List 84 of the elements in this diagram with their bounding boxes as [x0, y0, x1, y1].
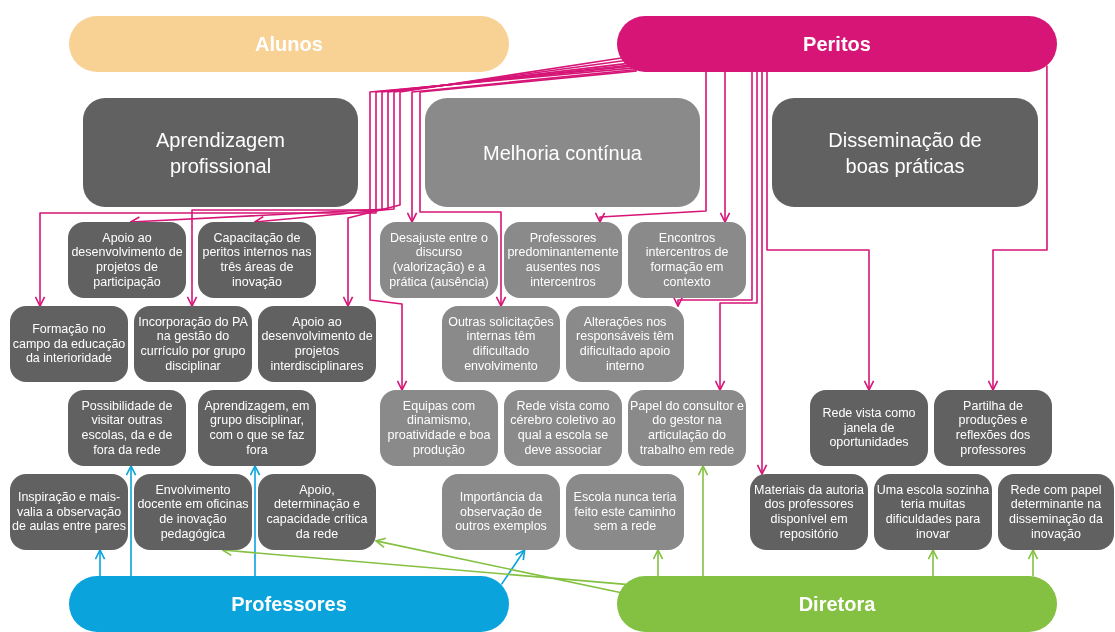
- statement-box: [934, 390, 1052, 466]
- box-label: Desajuste entre o discurso (valorização) e a prática (ausência): [388, 230, 490, 290]
- statement-box: [198, 390, 316, 466]
- statement-box: [10, 474, 128, 550]
- box-label: Equipas com dinamismo, proatividade e boa produção: [386, 398, 492, 458]
- statement-box: [258, 474, 376, 550]
- arrow: [652, 549, 664, 577]
- statement-box: [566, 474, 684, 550]
- box-label: Possibilidade de visitar outras escolas, da e de fora da rede: [80, 398, 174, 458]
- box-label: Professores predominantemente ausentes nos intercentros: [506, 230, 620, 290]
- statement-box: [134, 306, 252, 382]
- box-label: Formação no campo da educação da interioridade: [12, 321, 126, 367]
- arrow: [714, 71, 758, 391]
- arrow: [927, 549, 939, 577]
- box-label: Outras solicitações internas têm dificultado envolvimento: [447, 314, 555, 374]
- category-box: [425, 98, 700, 207]
- box-label: Importância da observação de outros exemplos: [454, 489, 548, 535]
- statement-box: [442, 474, 560, 550]
- statement-box: [628, 222, 746, 298]
- arrow: [756, 71, 768, 475]
- group-bar: [69, 16, 509, 72]
- statement-box: [198, 222, 316, 298]
- box-label: Alunos: [255, 32, 323, 57]
- statement-box: [10, 306, 128, 382]
- statement-box: [504, 222, 622, 298]
- statement-box: [380, 390, 498, 466]
- box-label: Partilha de produções e reflexões dos professores: [954, 398, 1032, 458]
- statement-box: [134, 474, 252, 550]
- box-label: Escola nunca teria feito este caminho sem a rede: [572, 489, 678, 535]
- box-label: Peritos: [803, 32, 871, 57]
- category-box: [83, 98, 358, 207]
- arrow: [94, 549, 106, 577]
- arrow: [672, 71, 753, 307]
- arrow: [1027, 549, 1039, 577]
- box-label: Rede vista como janela de oportunidades: [821, 405, 917, 451]
- arrow: [406, 69, 636, 223]
- statement-box: [874, 474, 992, 550]
- box-label: Materiais da autoria dos professores disponível em repositório: [753, 482, 865, 542]
- box-label: Aprendizagem profissional: [155, 127, 286, 179]
- box-label: Uma escola sozinha teria muitas dificuldades para inovar: [876, 482, 990, 542]
- arrow: [987, 64, 1048, 391]
- box-label: Incorporação do PA na gestão do currículo por grupo disciplinar: [137, 314, 249, 374]
- box-label: Apoio, determinação e capacidade crítica da rede: [265, 482, 369, 542]
- arrow: [249, 465, 261, 577]
- box-label: Envolvimento docente em oficinas de inovação pedagógica: [136, 482, 250, 542]
- box-label: Rede com papel determinante na disseminação da inovação: [1008, 482, 1104, 542]
- arrow: [369, 67, 634, 391]
- statement-box: [566, 306, 684, 382]
- box-label: Melhoria contínua: [483, 140, 642, 166]
- group-bar: [617, 16, 1057, 72]
- group-bar: [69, 576, 509, 632]
- box-label: Aprendizagem, em grupo disciplinar, com o que se faz fora: [203, 398, 311, 458]
- arrow: [342, 57, 623, 307]
- arrow: [719, 71, 731, 223]
- category-box: [772, 98, 1038, 207]
- box-label: Encontros intercentros de formação em contexto: [644, 230, 730, 290]
- arrow: [594, 71, 707, 223]
- statement-box: [504, 390, 622, 466]
- arrow: [697, 465, 709, 577]
- box-label: Inspiração e mais-valia a observação de aulas entre pares: [12, 489, 126, 535]
- box-label: Rede vista como cérebro coletivo ao qual a escola se deve associar: [509, 398, 617, 458]
- box-label: Diretora: [798, 592, 876, 617]
- arrow: [500, 549, 526, 586]
- arrow: [766, 71, 875, 391]
- box-label: Professores: [231, 592, 347, 617]
- arrow: [419, 70, 638, 307]
- box-label: Apoio ao desenvolvimento de projetos interdisciplinares: [260, 314, 374, 374]
- group-bar: [617, 576, 1057, 632]
- statement-box: [258, 306, 376, 382]
- box-label: Alterações nos responsáveis têm dificultado apoio interno: [575, 314, 675, 374]
- statement-box: [68, 390, 186, 466]
- box-label: Capacitação de peritos internos nas três áreas de inovação: [201, 230, 313, 290]
- statement-box: [628, 390, 746, 466]
- arrow: [125, 465, 137, 577]
- arrow: [34, 65, 631, 307]
- statement-box: [810, 390, 928, 466]
- statement-box: [68, 222, 186, 298]
- box-label: Apoio ao desenvolvimento de projetos de participação: [70, 230, 184, 290]
- statement-box: [750, 474, 868, 550]
- box-label: Papel do consultor e do gestor na articulação do trabalho em rede: [630, 398, 744, 458]
- box-label: Disseminação de boas práticas: [827, 127, 983, 179]
- statement-box: [998, 474, 1114, 550]
- statement-box: [380, 222, 498, 298]
- statement-box: [442, 306, 560, 382]
